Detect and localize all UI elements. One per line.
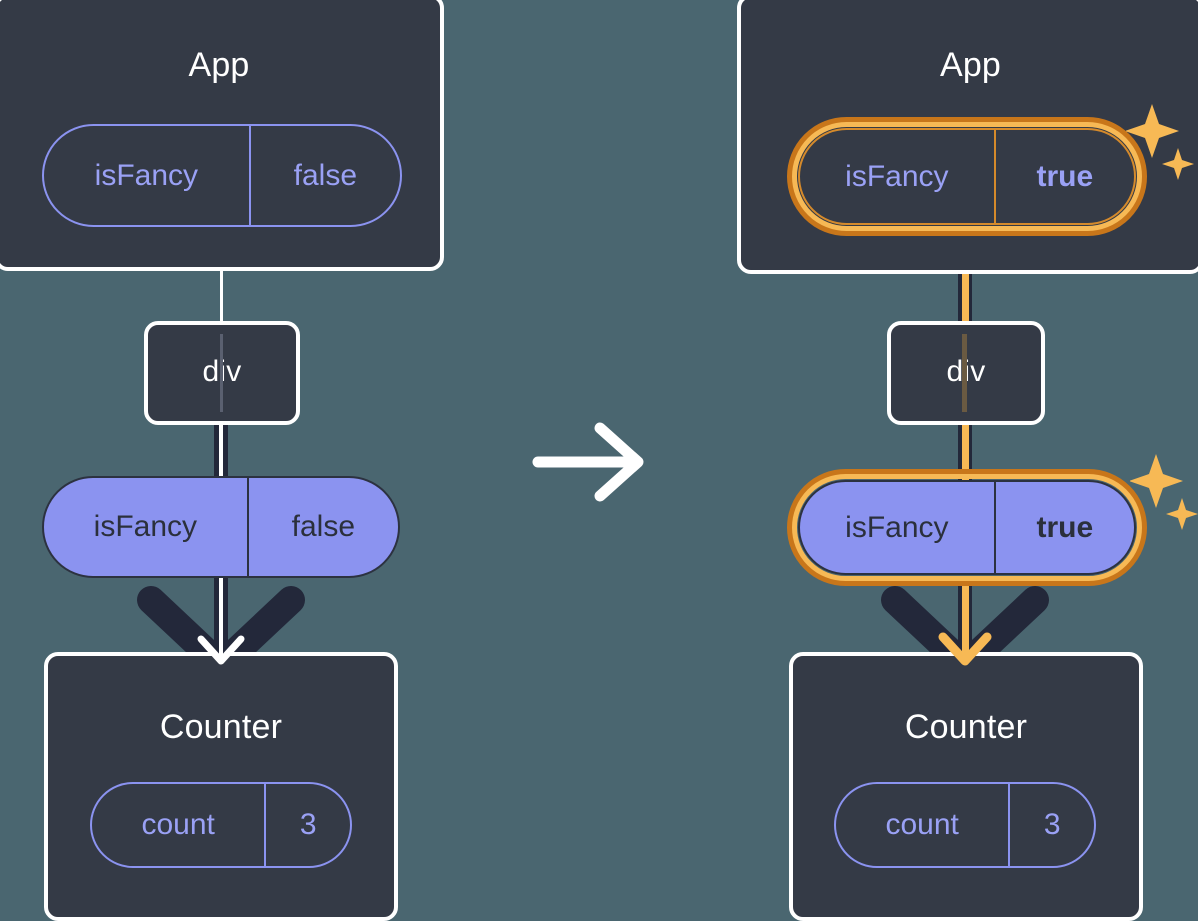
connector-prop-to-counter-after [958, 576, 972, 658]
connector-app-to-div-before [220, 266, 223, 322]
app-title-before: App [188, 46, 250, 84]
connector-core-after-3 [961, 576, 969, 658]
counter-title-after: Counter [904, 708, 1028, 746]
app-state-pill-before: isFancy false [42, 124, 402, 227]
app-state-value-before: false [248, 126, 400, 225]
counter-state-pill-before: count 3 [90, 782, 352, 868]
prop-arrowhead-before [197, 635, 245, 665]
connector-core-after-1 [961, 228, 969, 324]
sparkles-icon-prop-after [1130, 454, 1198, 530]
counter-title-before: Counter [159, 708, 283, 746]
counter-state-pill-after: count 3 [834, 782, 1096, 868]
connector-div-to-prop-after [958, 423, 972, 483]
counter-state-key-before: count [141, 808, 215, 841]
prop-flow-arrow-before [137, 586, 305, 676]
connector-div-to-prop-before [214, 423, 228, 483]
prop-key-before: isFancy [93, 510, 198, 543]
connector-through-div-before [220, 334, 223, 412]
counter-state-value-after: 3 [1008, 784, 1094, 866]
prop-flow-arrow-after [881, 586, 1049, 676]
prop-arrowhead-after [938, 632, 992, 666]
prop-pill-before: isFancy false [42, 476, 400, 578]
connector-core-arrow-before [219, 576, 223, 658]
prop-highlight-ring-after [787, 469, 1147, 586]
connector-core-before [219, 423, 223, 483]
app-state-highlight-ring-after [787, 117, 1147, 236]
counter-state-value-before: 3 [264, 784, 350, 866]
sparkles-icon-app-after [1126, 104, 1194, 180]
app-title-after: App [939, 46, 1002, 84]
prop-value-before: false [246, 478, 398, 576]
connector-core-after-2 [961, 423, 969, 483]
transition-arrow-icon [532, 422, 644, 502]
connector-prop-to-counter-before [214, 576, 228, 658]
app-state-key-before: isFancy [94, 158, 199, 192]
counter-state-key-after: count [885, 808, 959, 841]
connector-through-div-after [962, 334, 967, 412]
